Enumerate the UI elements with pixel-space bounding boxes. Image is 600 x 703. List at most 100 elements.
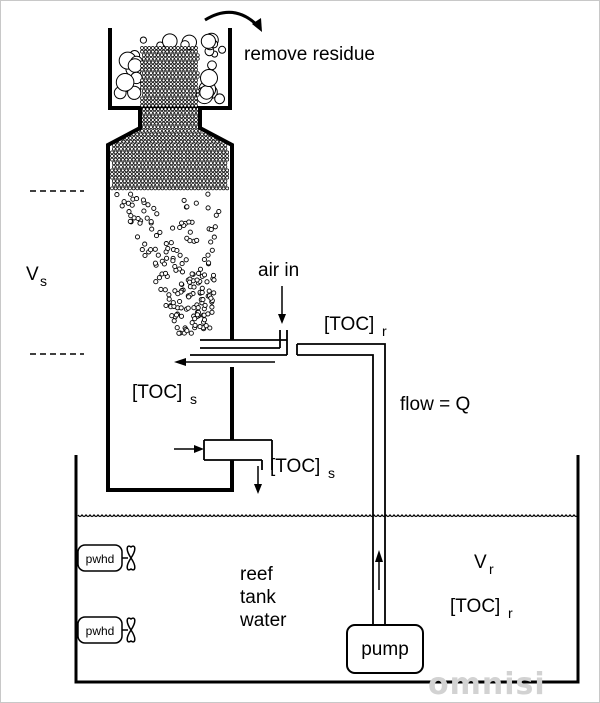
bubble [200, 175, 204, 180]
bubble [171, 186, 176, 191]
bubble [210, 272, 217, 278]
bubble [156, 132, 161, 137]
bubble [164, 168, 168, 173]
bubble [205, 164, 210, 169]
bubble [195, 74, 200, 79]
bubble [172, 100, 177, 104]
bubble [174, 168, 179, 173]
bubble [191, 179, 195, 184]
bubble [161, 128, 166, 133]
label-toc-s: [TOC] [132, 382, 182, 403]
bubble [203, 154, 208, 158]
bubble [182, 172, 186, 176]
bubble [197, 324, 203, 330]
bubble [174, 132, 179, 137]
bubble [149, 107, 153, 112]
bubble [157, 139, 162, 144]
bubble [158, 286, 164, 292]
bubble [176, 146, 181, 151]
bubble [142, 157, 147, 162]
bubble [164, 132, 168, 137]
bubble [178, 186, 183, 191]
bubble [154, 128, 159, 133]
bubble [153, 175, 158, 180]
bubble [120, 168, 125, 173]
bubble [158, 67, 162, 72]
bubble [194, 143, 199, 148]
bubble [161, 85, 166, 90]
bubble [176, 78, 180, 83]
bubble [170, 92, 175, 97]
bubble [168, 121, 173, 126]
bubble [146, 132, 150, 137]
bubble [176, 121, 180, 126]
bubble [158, 46, 162, 50]
bubble [169, 182, 174, 187]
bubble [174, 150, 179, 155]
bubble [196, 157, 201, 162]
bubble [170, 74, 175, 79]
bubble [172, 49, 177, 54]
bubble [214, 154, 219, 158]
bubble [160, 175, 165, 180]
bubble [195, 92, 200, 97]
bubble [161, 82, 166, 86]
bubble [143, 82, 148, 86]
bubble [167, 132, 172, 137]
bubble [209, 161, 213, 166]
bubble [148, 219, 154, 225]
bubble [160, 157, 165, 162]
bubble [225, 172, 230, 176]
bubble [181, 125, 186, 130]
bubble [192, 132, 197, 137]
bubble [164, 172, 168, 176]
bubble [219, 161, 224, 166]
bubble [155, 161, 159, 166]
bubble [135, 168, 140, 173]
bubble [159, 71, 164, 76]
bubble [186, 121, 191, 126]
bubble [172, 103, 177, 108]
bubble [165, 49, 170, 54]
bubble [187, 146, 192, 151]
bubble [209, 182, 213, 187]
bubble [207, 136, 212, 140]
bubble [133, 161, 138, 166]
bubble [149, 186, 154, 191]
bubble [154, 85, 159, 90]
bubble [144, 182, 149, 187]
bubble [192, 74, 197, 79]
bubble [187, 164, 192, 169]
bubble [147, 128, 152, 133]
label-toc-s-outlet: [TOC] [270, 456, 320, 477]
bubble [135, 172, 140, 176]
bubble [115, 146, 120, 151]
bubble [189, 172, 194, 176]
bubble [140, 161, 145, 166]
bubble [139, 139, 144, 144]
bubble [196, 150, 201, 155]
bubble [177, 298, 183, 305]
bubble [126, 209, 132, 215]
bubble [142, 172, 147, 176]
bubble [137, 164, 141, 169]
bubble [135, 186, 140, 191]
bubble [140, 128, 144, 133]
bubble [119, 164, 123, 169]
bubble [175, 139, 180, 144]
bubble [223, 182, 228, 187]
bubble [211, 290, 217, 296]
bubble [158, 103, 162, 108]
bubble [189, 168, 194, 173]
bubble [187, 229, 193, 235]
label-pump: pump [361, 639, 409, 660]
bubble [192, 71, 197, 76]
bubble [141, 56, 146, 61]
bubble [147, 49, 152, 54]
bubble [129, 143, 134, 148]
bubble [174, 175, 179, 180]
bubble [165, 78, 170, 83]
bubble [179, 121, 184, 126]
label-toc-r-sub: r [382, 323, 387, 339]
bubble [219, 182, 224, 187]
